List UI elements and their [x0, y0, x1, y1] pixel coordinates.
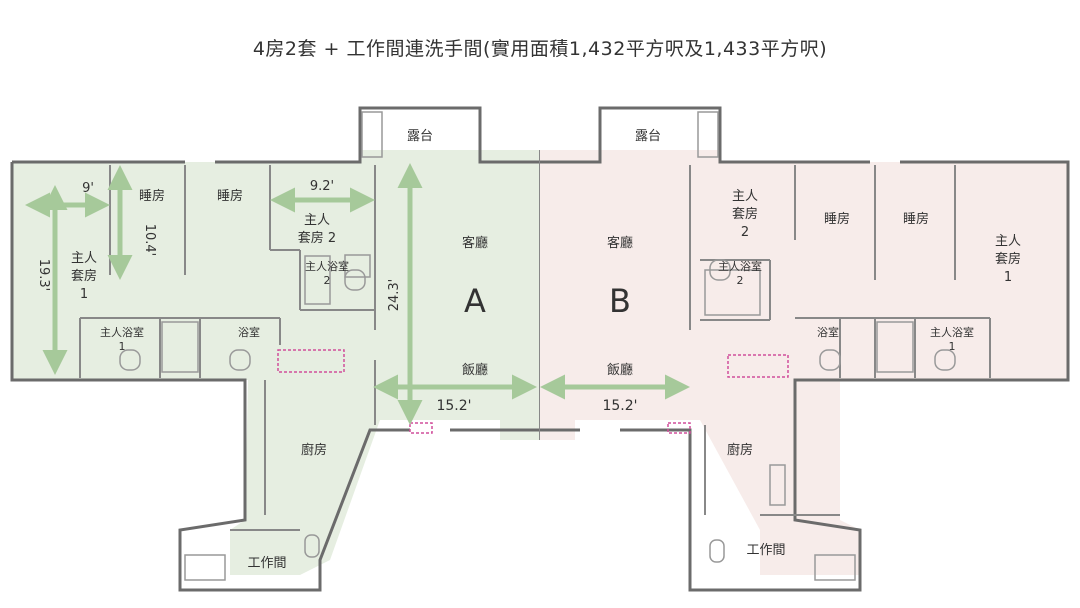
- unit-b-bedroom-1-label: 睡房: [824, 211, 850, 227]
- unit-a-master-suite-1-line-3: 1: [80, 287, 88, 302]
- unit-b-master-suite-2-line-1: 主人: [732, 189, 758, 204]
- unit-b: 露台 主人 套房 2 睡房 睡房 主人 套房 1 主人浴室 2 浴室 主人浴室 …: [540, 106, 1070, 592]
- unit-a-dim-9: 9': [82, 181, 94, 196]
- unit-a-dim-10-4: 10.4': [142, 224, 157, 257]
- unit-a-master-bath-2-line-1: 主人浴室: [305, 259, 349, 273]
- unit-a-kitchen-label: 廚房: [301, 442, 327, 458]
- unit-a: 露台 睡房 睡房 主人 套房 1 主人 套房 2 主人浴室 2 主人浴室 1 浴…: [10, 106, 541, 592]
- unit-a-dim-24-3: 24.3': [387, 279, 402, 312]
- unit-b-master-suite-1-line-2: 套房: [995, 251, 1021, 267]
- unit-b-outer-wall: [540, 106, 1070, 592]
- unit-a-terrace-label: 露台: [407, 129, 433, 144]
- unit-a-master-suite-2-line-1: 主人: [304, 213, 330, 228]
- unit-b-master-suite-1-line-1: 主人: [995, 234, 1021, 249]
- unit-a-bedroom-2-label: 睡房: [217, 188, 243, 204]
- unit-b-bedroom-2-label: 睡房: [903, 211, 929, 227]
- unit-a-master-suite-1-line-2: 套房: [71, 268, 97, 284]
- unit-a-bedroom-1-label: 睡房: [139, 188, 165, 204]
- unit-b-master-suite-2-line-2: 套房: [732, 206, 758, 222]
- unit-a-utility-room-label: 工作間: [247, 556, 286, 571]
- unit-b-fixtures: [697, 111, 956, 581]
- page-title: 4房2套 + 工作間連洗手間(實用面積1,432平方呎及1,433平方呎): [252, 38, 828, 60]
- unit-a-master-suite-1-line-1: 主人: [71, 251, 97, 266]
- unit-a-master-bath-1-line-1: 主人浴室: [100, 325, 144, 339]
- unit-a-master-bath-2-line-2: 2: [324, 274, 331, 287]
- unit-a-letter: A: [464, 282, 486, 320]
- unit-b-dim-15-2: 15.2': [602, 398, 637, 414]
- unit-a-master-suite-2-line-2: 套房 2: [298, 230, 336, 246]
- unit-a-dim-9-2: 9.2': [310, 179, 334, 194]
- unit-b-area: [540, 150, 1068, 575]
- unit-b-marker-2: [667, 422, 691, 434]
- unit-b-utility-room-label: 工作間: [746, 543, 785, 558]
- unit-b-master-bath-2-line-1: 主人浴室: [718, 259, 762, 273]
- unit-b-dining-room-label: 飯廳: [607, 362, 633, 378]
- unit-a-fixtures: [119, 111, 383, 581]
- unit-b-master-bath-1-line-1: 主人浴室: [930, 325, 974, 339]
- unit-a-master-bath-1-line-2: 1: [119, 340, 126, 353]
- unit-a-marker-2: [409, 422, 433, 434]
- unit-a-bathroom-label: 浴室: [238, 325, 260, 339]
- unit-a-outer-wall: [10, 106, 540, 592]
- unit-a-dim-15-2: 15.2': [436, 398, 471, 414]
- unit-b-bathroom-label: 浴室: [817, 325, 839, 339]
- unit-b-marker-1: [727, 354, 789, 378]
- unit-b-master-suite-1-line-3: 1: [1004, 270, 1012, 285]
- unit-b-inner-walls: [689, 165, 991, 516]
- unit-b-letter: B: [609, 282, 631, 320]
- unit-a-area: [12, 150, 540, 575]
- unit-a-marker-1: [277, 349, 345, 373]
- unit-a-living-room-label: 客廳: [462, 235, 488, 251]
- unit-b-living-room-label: 客廳: [607, 235, 633, 251]
- unit-b-master-suite-2-line-3: 2: [741, 225, 749, 240]
- unit-b-master-bath-2-line-2: 2: [737, 274, 744, 287]
- unit-b-terrace-label: 露台: [635, 129, 661, 144]
- unit-a-dim-19-3: 19.3': [36, 259, 51, 292]
- unit-b-master-bath-1-line-2: 1: [949, 340, 956, 353]
- unit-b-kitchen-label: 廚房: [727, 442, 753, 458]
- unit-a-dining-room-label: 飯廳: [462, 362, 488, 378]
